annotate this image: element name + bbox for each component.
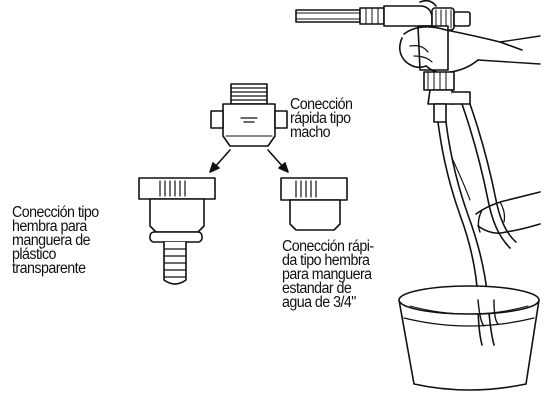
female-quick-connector-drawing [280, 177, 348, 231]
male-quick-connector-label: Conección rápida tipo macho [290, 96, 353, 141]
label-line: hembra para [12, 218, 87, 235]
connection-arrows [209, 149, 289, 173]
female-plastic-connector-drawing [138, 177, 216, 285]
label-line: rápida tipo [290, 110, 351, 127]
label-line: Conección [290, 96, 353, 113]
label-line: da tipo hembra [282, 252, 370, 269]
female-plastic-connector-label: Conección tipo hembra para manguera de p… [12, 204, 99, 277]
male-quick-connector-drawing [210, 83, 288, 147]
label-line: Conección rápi- [282, 238, 374, 255]
bucket-drawing [398, 285, 540, 391]
label-line: plástico [12, 246, 56, 263]
lower-hand-drawing [475, 191, 541, 234]
female-quick-connector-label: Conección rápi- da tipo hembra para mang… [282, 238, 374, 311]
label-line: para manguera [282, 266, 372, 283]
label-line: macho [290, 124, 331, 141]
label-line: transparente [12, 260, 86, 277]
label-line: agua de 3/4" [282, 294, 356, 311]
label-line: estandar de [282, 280, 352, 297]
label-line: manguera de [12, 232, 91, 249]
spray-gun-drawing [295, 0, 541, 123]
label-line: Conección tipo [12, 204, 99, 221]
